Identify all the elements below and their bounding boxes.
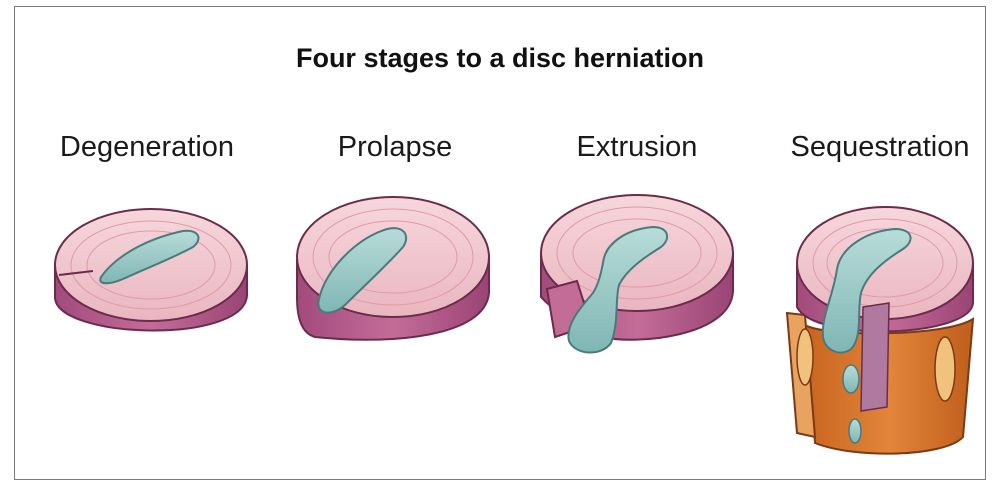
sequestration-disc-illustration	[787, 207, 973, 454]
figure-frame: Four stages to a disc herniation Degener…	[14, 6, 986, 480]
degeneration-disc-illustration	[55, 209, 247, 331]
disc-illustrations	[15, 7, 985, 479]
prolapse-disc-illustration	[297, 197, 489, 340]
extrusion-disc-illustration	[541, 195, 733, 353]
